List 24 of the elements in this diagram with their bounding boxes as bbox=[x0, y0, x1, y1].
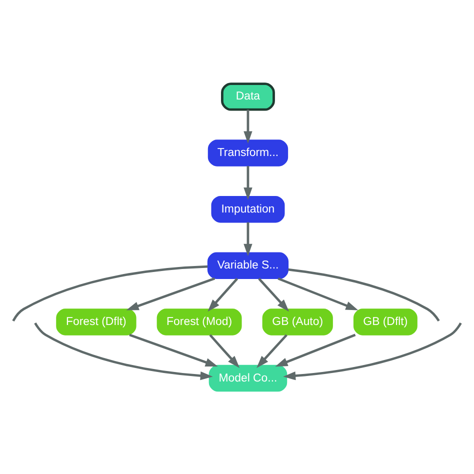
node-box: Forest (Dflt) bbox=[56, 308, 136, 335]
arrow bbox=[283, 322, 462, 380]
node-box: Transform... bbox=[208, 139, 288, 166]
arrow bbox=[258, 277, 290, 312]
arrow bbox=[244, 109, 252, 144]
node-box: Imputation bbox=[211, 195, 285, 222]
arrow bbox=[244, 166, 252, 200]
connector bbox=[288, 268, 440, 322]
arrow bbox=[126, 276, 216, 310]
arrow bbox=[256, 334, 288, 368]
arrow bbox=[209, 334, 240, 368]
arrow bbox=[275, 333, 356, 366]
node-box: GB (Auto) bbox=[262, 308, 333, 335]
node-box: Data bbox=[221, 82, 275, 110]
arrow bbox=[34, 322, 213, 380]
node-box: Model Co... bbox=[208, 364, 288, 392]
arrow bbox=[208, 277, 238, 312]
node-box: Forest (Mod) bbox=[156, 308, 242, 335]
node-box: GB (Dflt) bbox=[353, 308, 418, 335]
connector bbox=[12, 264, 208, 322]
arrow bbox=[129, 333, 218, 366]
node-box: Variable S... bbox=[207, 252, 289, 279]
arrow bbox=[244, 222, 252, 256]
arrow bbox=[278, 276, 358, 310]
